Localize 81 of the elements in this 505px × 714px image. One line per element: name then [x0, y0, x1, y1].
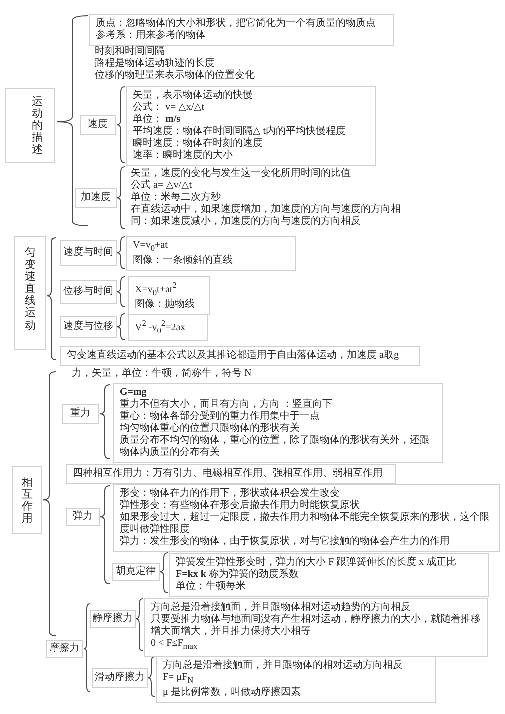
topic-label: 重力: [70, 408, 90, 420]
note-box: [113, 383, 443, 463]
note-box: [128, 276, 210, 316]
topic-label: 滑动摩擦力: [95, 672, 145, 684]
note-box: [60, 346, 420, 366]
note-box: [156, 656, 436, 703]
note-text: 路程是物体运动轨迹的长度: [95, 58, 215, 70]
note-text: V=v$_{0}$+at: [133, 240, 168, 255]
note-text: 弹力：发生形变的物体，由于恢复原状，对与它接触的物体会产生力的作用: [120, 536, 450, 548]
note-box: [126, 236, 296, 271]
topic-label: 静摩擦力: [93, 613, 133, 625]
note-text: 方向总是沿着接触面，并且跟物体相对运动趋势的方向相反: [151, 602, 411, 614]
topic-box: [80, 115, 116, 135]
note-text: 方向总是沿着接触面，并且跟物体的相对运动方向相反: [163, 660, 403, 672]
note-text: 位移的物理量来表示物体的位置变化: [95, 70, 255, 82]
note-text: 单位： m/s: [133, 114, 180, 126]
topic-box: [66, 508, 100, 526]
note-box: [126, 86, 376, 166]
topic-label: 位移与时间: [64, 286, 114, 298]
note-text: 矢量，速度的变化与发生这一变化所用时间的比值: [131, 168, 351, 180]
note-text: G=mg: [120, 387, 147, 398]
note-text: 四种相互作用力：万有引力、电磁相互作用、强相互作用、弱相互作用: [73, 468, 383, 480]
note-text: F=kx k 称为弹簧的劲度系数: [176, 569, 299, 580]
note-box: [128, 314, 208, 342]
note-text: 单位：牛顿每米: [176, 581, 246, 593]
note-text: 矢量，表示物体运动的快慢: [133, 90, 253, 102]
note-box: [66, 464, 396, 484]
note-text: 如果形变过大，超过一定限度，撤去作用力和物体不能完全恢复原来的形状，这个限度叫做弹性限度: [120, 512, 491, 536]
topic-label: 速度与时间: [64, 247, 114, 259]
note-text: 质量分布不均匀的物体，重心的位置，除了跟物体的形状有关外，还跟物体内质量的分布有关: [120, 435, 431, 459]
note-text: 参考系：用来参考的物体: [96, 30, 206, 42]
section-box: [5, 88, 55, 163]
note-text: 单位：米每二次方秒: [131, 192, 221, 204]
topic-box: [60, 240, 117, 266]
topic-box: [92, 668, 148, 688]
topic-box: [60, 280, 117, 304]
section-box: [12, 466, 42, 534]
note-text: 均匀物体重心的位置只跟物体的形状有关: [120, 423, 300, 434]
topic-box: [75, 188, 117, 208]
topic-box: [90, 610, 136, 628]
note-text: 匀变速直线运动的基本公式以及其推论都适用于自由落体运动，加速度 a取g: [67, 350, 399, 362]
note-box: [144, 598, 488, 657]
section-title: 运动的描述: [32, 96, 43, 156]
note-text: 形变：物体在力的作用下，形状或体积会发生改变: [120, 488, 340, 500]
section-box: [14, 236, 46, 350]
topic-box: [62, 404, 99, 424]
note-text: 公式 a= △v/△t: [131, 180, 192, 192]
note-text: 只要受推力物体与地面间没有产生相对运动，静摩擦力的大小，就随着推移增大而增大，并且推力保持大小相等: [151, 614, 481, 638]
note-text: 重力不但有大小，而且有方向，方向 ：竖直向下: [120, 399, 332, 410]
note-text: 弹簧发生弹性形变时，弹力的大小 F 跟弹簧伸长的长度 x 成正比: [176, 557, 457, 568]
topic-box: [112, 563, 160, 581]
section-title: 相互作用: [22, 477, 33, 526]
note-text: 公式： v= △x/△t: [133, 102, 205, 114]
note-text: 弹性形变：有些物体在形变后撤去作用力时能恢复原状: [120, 500, 360, 512]
topic-label: 弹力: [73, 511, 93, 523]
topic-label: 加速度: [81, 192, 111, 204]
topic-box: [46, 640, 83, 658]
note-text: 时刻和时间间隔: [95, 46, 165, 58]
note-text: 平均速度：物体在时间间隔△ t内的平均快慢程度: [133, 126, 346, 138]
topic-box: [60, 316, 117, 338]
note-text: 重心：物体各部分受到的重力作用集中于一点: [120, 411, 320, 422]
section-title: 匀变速直线运动: [25, 247, 36, 332]
note-box: [113, 484, 500, 552]
topic-label: 胡克定律: [116, 566, 156, 578]
note-box: [89, 14, 394, 46]
note-text: 力，矢量，单位：牛顿，简称牛，符号 N: [72, 368, 252, 380]
note-text: 速率：瞬时速度的大小: [133, 150, 233, 162]
topic-label: 摩擦力: [50, 643, 80, 655]
note-text: μ 是比例常数，叫做动摩擦因素: [163, 687, 301, 699]
topic-label: 速度与位移: [64, 321, 114, 333]
note-box: [169, 553, 489, 597]
note-text: F= μF$_{N}$: [163, 672, 194, 686]
note-text: 图像：一条倾斜的直线: [133, 255, 233, 267]
note-text: 图像：抛物线: [135, 299, 195, 312]
note-text: V$^{2}$ -v$_{0}$$^{2}$=2ax: [135, 318, 186, 338]
note-text: 瞬时速度：物体在时刻的速度: [133, 138, 263, 150]
note-text: 0 < F≤F$_{max}$: [151, 638, 198, 653]
topic-label: 速度: [88, 119, 108, 131]
note-text: X=v$_{0}$t+at$^{2}$: [135, 280, 177, 298]
note-text: 质点：忽略物体的大小和形状，把它简化为一个有质量的物质点: [96, 18, 376, 30]
note-text: 在直线运动中，如果速度增加，加速度的方向与速度的方向相同：如果速度减小，加速度的方向与速度的方向相反: [131, 204, 402, 228]
